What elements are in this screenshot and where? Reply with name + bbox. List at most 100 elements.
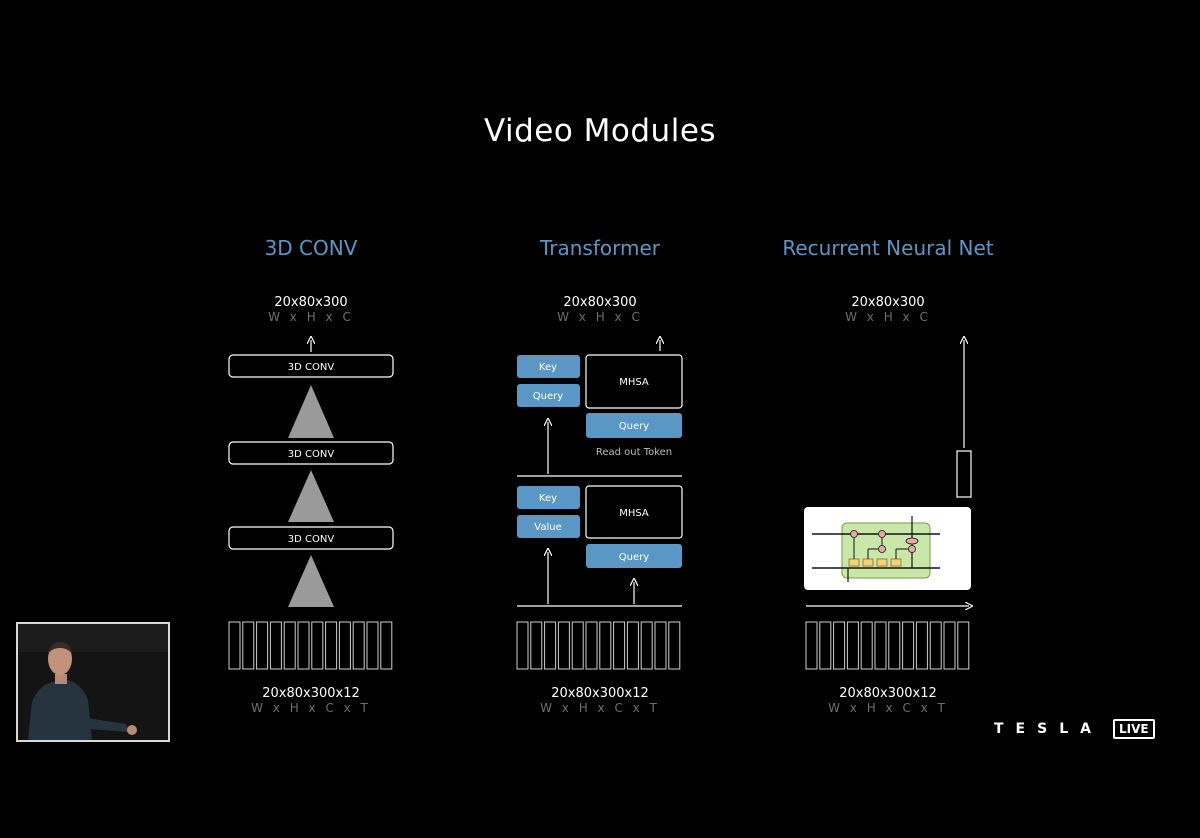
- input-frame: [626, 621, 639, 670]
- input-frame: [929, 621, 942, 670]
- input-frame: [366, 621, 379, 670]
- tesla-live-logo: TESLA LIVE: [994, 718, 1155, 740]
- conv3d-input-frames: [228, 621, 393, 670]
- transformer-lower-key-label: Key: [539, 493, 557, 504]
- lstm-op-4: [908, 545, 916, 553]
- input-frame: [530, 621, 543, 670]
- input-frame: [902, 621, 915, 670]
- input-frame: [833, 621, 846, 670]
- conv3d-block-mid: [228, 441, 394, 465]
- transformer-lower-mhsa: [585, 485, 683, 539]
- speaker-backdrop-top: [18, 624, 168, 652]
- transformer-readout-query-label: Query: [619, 421, 649, 432]
- input-frame: [352, 621, 365, 670]
- readout-token-label: Read out Token: [596, 447, 672, 458]
- output-dims-3dconv: 20x80x300 W x H x C: [268, 295, 354, 324]
- speaker-hair: [48, 642, 72, 654]
- input-frame: [256, 621, 269, 670]
- input-dims-rnn: 20x80x300x12 W x H x C x T: [828, 686, 948, 715]
- input-frame: [668, 621, 681, 670]
- rnn-hidden-state: [956, 450, 972, 498]
- input-frame: [846, 621, 859, 670]
- input-frame: [915, 621, 928, 670]
- input-frame: [874, 621, 887, 670]
- input-frame: [599, 621, 612, 670]
- col-title-3dconv: 3D CONV: [264, 236, 358, 260]
- conv3d-pyramid-bottom: [288, 555, 334, 607]
- transformer-lower-query: [586, 544, 682, 568]
- speaker-head: [48, 643, 72, 675]
- input-frame: [640, 621, 653, 670]
- speaker-neck: [55, 674, 67, 684]
- tesla-wordmark: TESLA: [994, 721, 1103, 737]
- lstm-op-1: [850, 530, 858, 538]
- input-frame: [654, 621, 667, 670]
- transformer-upper-query: [517, 384, 580, 407]
- lstm-gate-3: [876, 558, 888, 567]
- input-frame: [557, 621, 570, 670]
- lstm-cell-image: [804, 507, 971, 590]
- rnn-column: [804, 340, 972, 670]
- conv3d-pyramid-top: [288, 385, 334, 438]
- transformer-column: Key Query MHSA Query Read out Token Key …: [516, 340, 683, 670]
- input-frame: [297, 621, 310, 670]
- speaker-arm: [74, 716, 130, 732]
- input-frame: [888, 621, 901, 670]
- input-dims-transformer: 20x80x300x12 W x H x C x T: [540, 686, 660, 715]
- transformer-upper-mhsa-label: MHSA: [619, 377, 649, 388]
- transformer-upper-query-label: Query: [533, 391, 563, 402]
- input-frame: [242, 621, 255, 670]
- output-dims-rnn: 20x80x300 W x H x C: [845, 295, 931, 324]
- transformer-readout-query: [586, 413, 682, 438]
- input-frame: [311, 621, 324, 670]
- transformer-input-frames: [516, 621, 681, 670]
- lstm-gate-2: [862, 558, 874, 567]
- input-frame: [957, 621, 970, 670]
- conv3d-pyramid-mid: [288, 470, 334, 522]
- conv3d-block-top-label: 3D CONV: [288, 362, 335, 373]
- speaker-video: [16, 622, 170, 742]
- transformer-lower-key: [517, 486, 580, 509]
- transformer-lower-query-label: Query: [619, 552, 649, 563]
- conv3d-block-bottom: [228, 526, 394, 550]
- conv3d-block-mid-label: 3D CONV: [288, 449, 335, 460]
- input-frame: [516, 621, 529, 670]
- transformer-lower-value: [517, 515, 580, 538]
- speaker-figure: [18, 624, 168, 740]
- input-dims-3dconv: 20x80x300x12 W x H x C x T: [251, 686, 371, 715]
- rnn-input-frames: [805, 621, 970, 670]
- transformer-lower-mhsa-label: MHSA: [619, 508, 649, 519]
- input-frame: [613, 621, 626, 670]
- input-frame: [860, 621, 873, 670]
- input-frame: [544, 621, 557, 670]
- lstm-op-3: [878, 545, 886, 553]
- live-badge: LIVE: [1112, 719, 1155, 739]
- input-frame: [571, 621, 584, 670]
- input-frame: [228, 621, 241, 670]
- output-dims-transformer: 20x80x300 W x H x C: [557, 295, 643, 324]
- transformer-upper-key: [517, 355, 580, 378]
- conv3d-column: 3D CONV 3D CONV 3D CONV: [228, 340, 394, 670]
- transformer-upper-key-label: Key: [539, 362, 557, 373]
- lstm-op-2: [878, 530, 886, 538]
- slide-title: Video Modules: [483, 113, 717, 149]
- transformer-upper-mhsa: [585, 354, 683, 409]
- conv3d-block-bottom-label: 3D CONV: [288, 534, 335, 545]
- input-frame: [325, 621, 338, 670]
- input-frame: [943, 621, 956, 670]
- input-frame: [269, 621, 282, 670]
- input-frame: [805, 621, 818, 670]
- lstm-gate-4: [890, 558, 902, 567]
- transformer-lower-value-label: Value: [534, 522, 561, 533]
- col-title-rnn: Recurrent Neural Net: [782, 236, 994, 260]
- input-frame: [338, 621, 351, 670]
- conv3d-block-top: [228, 354, 394, 378]
- input-frame: [283, 621, 296, 670]
- input-frame: [819, 621, 832, 670]
- speaker-hand: [127, 725, 137, 735]
- col-title-transformer: Transformer: [539, 236, 660, 260]
- input-frame: [380, 621, 393, 670]
- lstm-gate-1: [848, 558, 860, 567]
- input-frame: [585, 621, 598, 670]
